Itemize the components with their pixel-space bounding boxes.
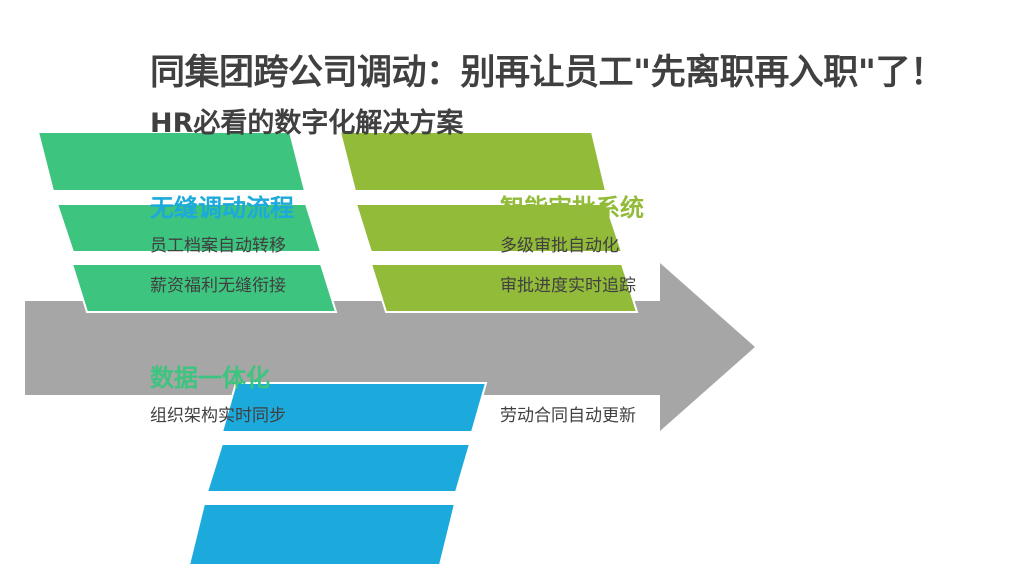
section-item: 组织架构实时同步 [150, 406, 286, 426]
section-item: 多级审批自动化 [500, 236, 619, 256]
section-item: 劳动合同自动更新 [500, 406, 636, 426]
olive-bone [338, 131, 639, 313]
olive-bar-2 [354, 203, 624, 253]
page-subtitle: HR必看的数字化解决方案 [150, 108, 464, 139]
green-bone [36, 131, 338, 313]
olive-bar-3 [369, 263, 639, 313]
section-item: 薪资福利无缝衔接 [150, 276, 286, 296]
section-heading-seamless-transfer: 无缝调动流程 [150, 194, 294, 222]
blue-bar-3 [187, 503, 457, 566]
section-heading-data-integration: 数据一体化 [150, 364, 270, 392]
page-title: 同集团跨公司调动：别再让员工"先离职再入职"了！ [150, 53, 945, 93]
section-heading-smart-approval: 智能审批系统 [500, 194, 644, 222]
blue-bar-1 [220, 382, 488, 433]
green-bar-2 [55, 203, 323, 253]
section-item: 员工档案自动转移 [150, 236, 286, 256]
blue-bone [187, 382, 488, 566]
olive-bar-1 [338, 131, 608, 192]
section-item: 审批进度实时追踪 [500, 276, 636, 296]
green-bar-3 [70, 263, 338, 313]
green-bar-1 [36, 131, 307, 192]
blue-bar-2 [205, 443, 472, 493]
